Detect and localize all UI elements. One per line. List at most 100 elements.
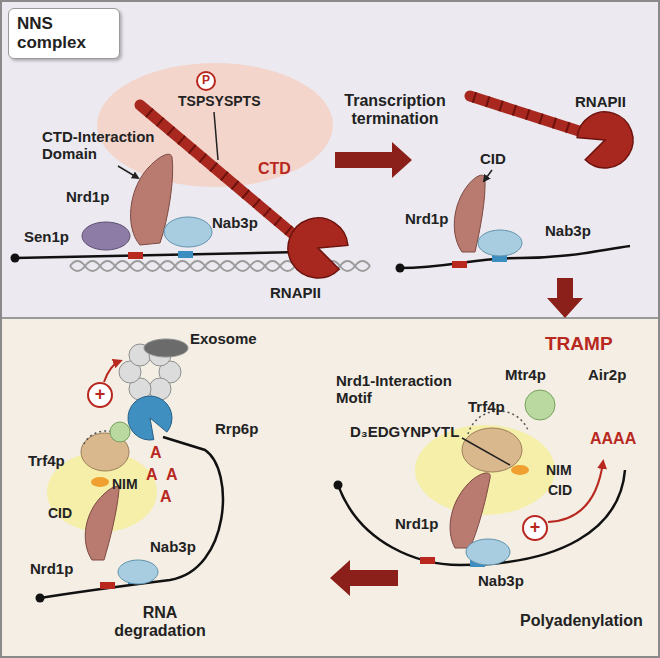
rna-end-part xyxy=(11,254,20,263)
ctd-tail-part xyxy=(470,96,582,132)
leader-arrow-part xyxy=(484,170,492,181)
protein-label: Rrp6p xyxy=(215,420,258,437)
protein-label: Trf4p xyxy=(468,398,505,415)
stimulation-circle: + xyxy=(522,515,548,541)
tramp-shape-part xyxy=(110,422,130,442)
adenosine-label: A xyxy=(150,444,162,462)
rna-end-part xyxy=(36,594,45,603)
binding-site-part xyxy=(178,251,193,258)
domain-label: CTD-Interaction Domain xyxy=(42,128,162,163)
step-label: RNA degradation xyxy=(100,604,220,641)
step-arrow-part xyxy=(335,142,412,178)
tramp-shape-part xyxy=(525,390,555,420)
nab3p-shape-part xyxy=(118,560,158,584)
domain-label: CID xyxy=(48,505,72,521)
nrd1p-shapes xyxy=(85,154,490,560)
panel-background-part xyxy=(0,318,660,658)
leader-arrows xyxy=(118,112,510,465)
protein-label: Trf4p xyxy=(28,452,65,469)
domain-label: CTD xyxy=(258,160,291,178)
binding-site-part xyxy=(452,261,467,268)
motif-label: NIM xyxy=(112,476,138,492)
sequence-label: D₃EDGYNPYTL xyxy=(350,423,459,440)
stimulation-arrow-part xyxy=(104,361,120,382)
rna-end-part xyxy=(334,481,343,490)
phospho-circle: P xyxy=(196,71,216,91)
node-text: + xyxy=(95,385,106,405)
step-arrow-part xyxy=(547,278,583,318)
domain-label: CID xyxy=(548,482,572,498)
protein-label: Nab3p xyxy=(150,538,196,555)
tramp-shape-part xyxy=(462,428,522,472)
nrd1p-shape-part xyxy=(85,487,119,560)
tramp-shapes xyxy=(81,390,555,487)
leader-arrow-part xyxy=(214,112,218,160)
binding-sites xyxy=(100,251,507,589)
protein-label: Air2p xyxy=(588,366,626,383)
step-label: Transcription termination xyxy=(330,92,460,129)
node-text: NNS complex xyxy=(17,15,111,52)
exosome-shape-part xyxy=(144,339,188,357)
node-text: + xyxy=(530,518,541,538)
sen1p-shape xyxy=(82,222,130,250)
complex-label: TRAMP xyxy=(545,333,613,355)
protein-label: Nrd1p xyxy=(30,560,73,577)
protein-label: Nab3p xyxy=(212,214,258,231)
sen1p-shape-part xyxy=(82,222,130,250)
binding-site-part xyxy=(420,557,435,564)
protein-label: Nab3p xyxy=(545,222,591,239)
protein-label: Nrd1p xyxy=(395,515,438,532)
leader-arrow-part xyxy=(118,166,138,178)
tramp-shape-part xyxy=(91,477,109,487)
nrd1p-shape-part xyxy=(450,473,490,548)
adenosine-label: A xyxy=(160,488,172,506)
step-arrow-part xyxy=(330,560,398,596)
nab3p-shape-part xyxy=(164,217,212,247)
protein-label: Mtr4p xyxy=(505,366,546,383)
binding-site-part xyxy=(128,252,143,259)
exosome-shape xyxy=(119,339,188,440)
rna-strands xyxy=(15,246,630,598)
stimulation-circle: + xyxy=(87,382,113,408)
leader-arrow-part xyxy=(462,438,510,465)
motif-label: Nrd1-Interaction Motif xyxy=(336,372,462,407)
stimulation-arrows xyxy=(104,361,603,522)
sequence-label: TSPSYSPTS xyxy=(178,93,260,109)
adenosine-label: A xyxy=(146,466,158,484)
motif-label: NIM xyxy=(546,462,572,478)
complex-box: NNS complex xyxy=(8,8,120,59)
node-text: P xyxy=(202,74,210,87)
protein-label: Nab3p xyxy=(478,572,524,589)
rna-strand-part xyxy=(15,252,300,258)
panel-background-part xyxy=(0,0,660,318)
rnapii-shape-part xyxy=(577,112,633,168)
binding-site-part xyxy=(100,582,115,589)
protein-label: Nrd1p xyxy=(405,210,448,227)
ctd-tail-part xyxy=(470,96,582,132)
nab3p-shapes xyxy=(118,217,522,584)
step-label: Polyadenylation xyxy=(520,612,643,630)
rnapii-shapes xyxy=(288,112,633,278)
protein-label: Nrd1p xyxy=(66,188,109,205)
panel-background-part xyxy=(0,317,660,319)
protein-label: Exosome xyxy=(190,330,257,347)
nab3p-shape-part xyxy=(478,230,522,256)
protein-label: RNAPII xyxy=(575,93,626,110)
tramp-shape-part xyxy=(511,465,529,475)
rna-end-part xyxy=(396,264,405,273)
polya-label: AAAA xyxy=(590,430,636,448)
exosome-shape-part xyxy=(128,396,172,440)
rna-ends xyxy=(11,254,405,603)
step-arrows xyxy=(330,142,583,596)
rnapii-shape-part xyxy=(288,218,348,278)
protein-label: RNAPII xyxy=(270,284,321,301)
domain-label: CID xyxy=(480,150,506,167)
adenosine-label: A xyxy=(166,466,178,484)
protein-label: Sen1p xyxy=(24,228,69,245)
rna-strand-part xyxy=(338,470,625,565)
nab3p-shape-part xyxy=(466,539,510,565)
